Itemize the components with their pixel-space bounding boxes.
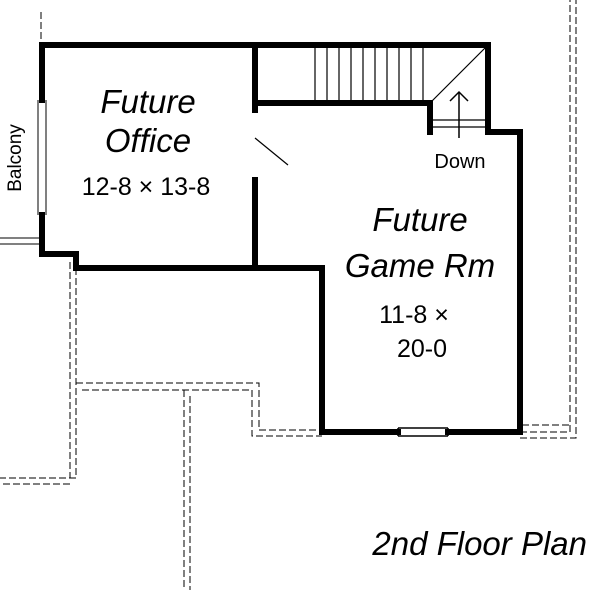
game-room-name-line2: Game Rm bbox=[345, 247, 495, 284]
office-name-line1: Future bbox=[100, 83, 195, 120]
game-room-dimensions-line1: 11-8 × bbox=[379, 301, 449, 329]
stair-down-arrow-icon bbox=[449, 90, 469, 138]
balcony-label: Balcony bbox=[5, 124, 26, 192]
interior-walls bbox=[252, 42, 433, 271]
office-dimensions: 12-8 × 13-8 bbox=[82, 173, 211, 201]
stair-down-label: Down bbox=[434, 151, 485, 173]
plan-title: 2nd Floor Plan bbox=[371, 525, 587, 562]
game-room-name-line1: Future bbox=[372, 201, 467, 238]
game-room-dimensions-line2: 20-0 bbox=[397, 335, 447, 363]
balcony-lines bbox=[0, 237, 42, 245]
balcony-opening bbox=[37, 100, 47, 215]
office-door-swing bbox=[254, 137, 289, 166]
roof-outline bbox=[0, 0, 577, 590]
exterior-walls bbox=[39, 42, 523, 435]
office-name-line2: Office bbox=[105, 122, 191, 159]
bottom-door bbox=[397, 427, 449, 437]
